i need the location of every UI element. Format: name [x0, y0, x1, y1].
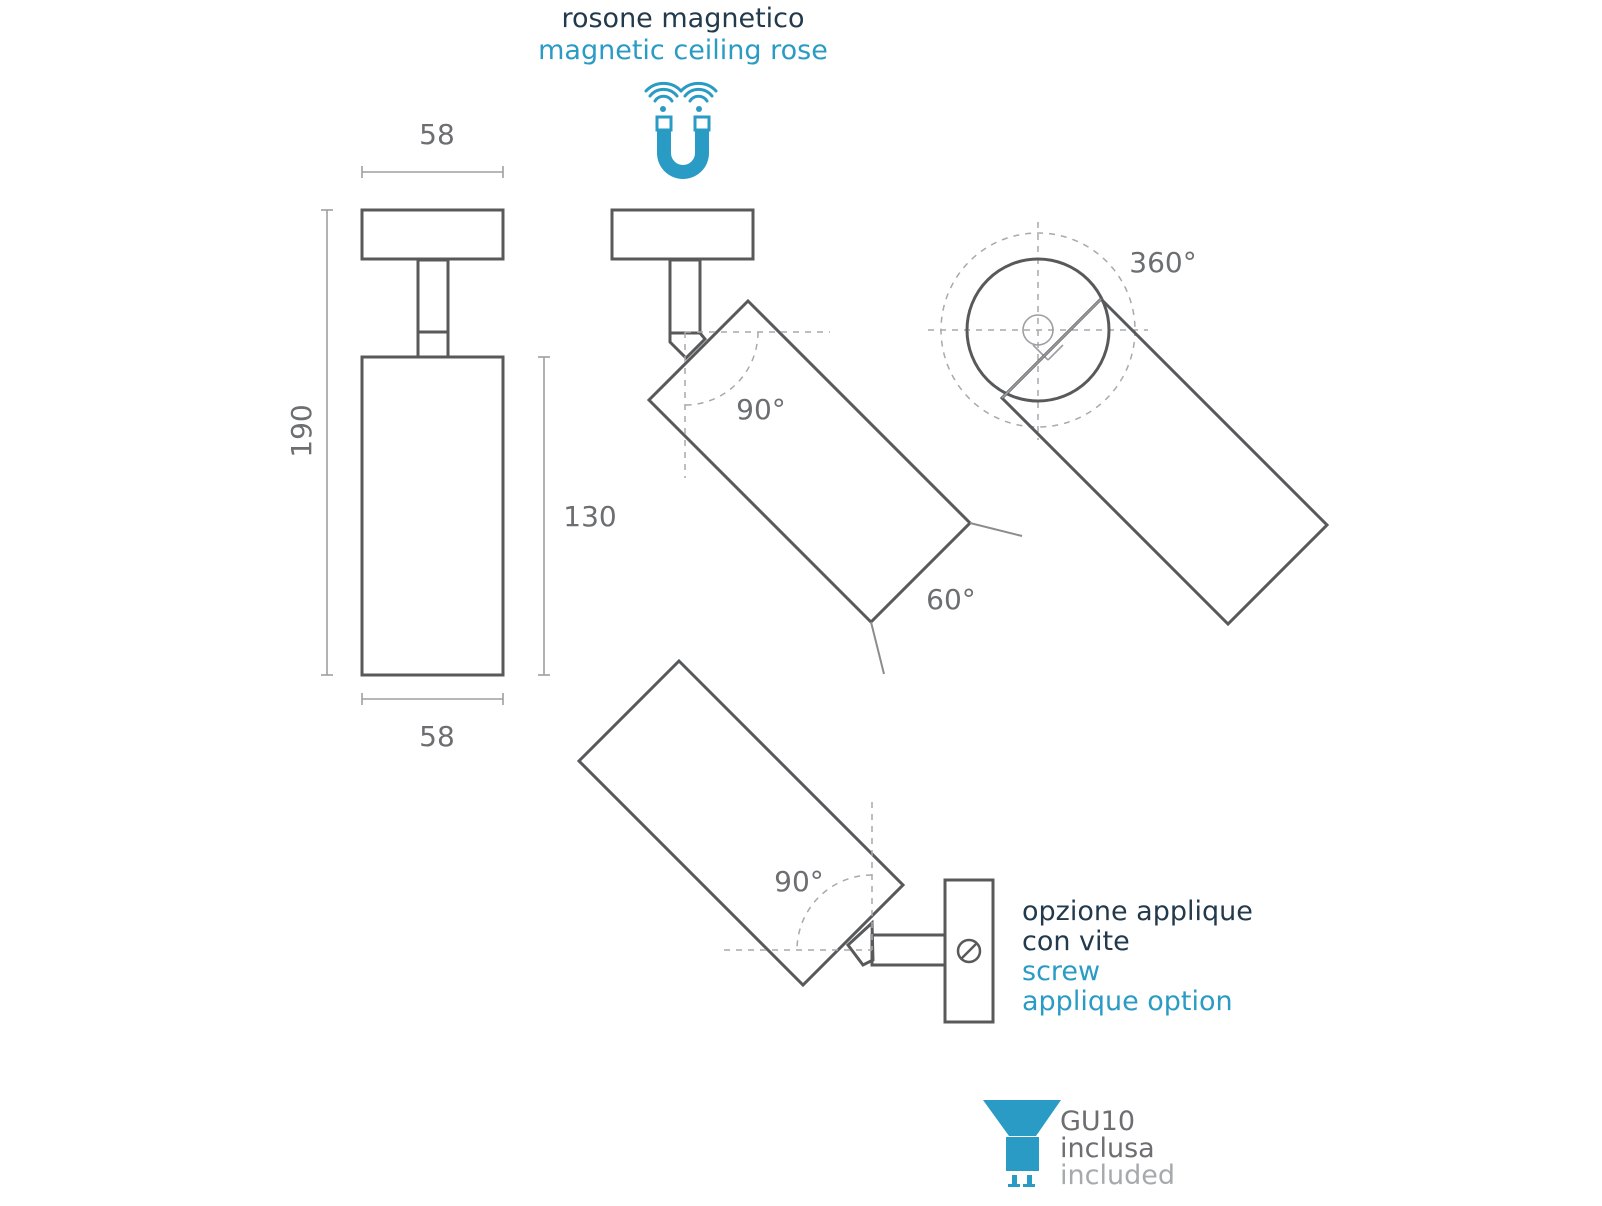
tilted-body: [646, 298, 973, 625]
tilted-ceiling-view: [610, 208, 1023, 675]
bulb-included-english: included: [1060, 1160, 1175, 1191]
applique-line1-english: screw: [1022, 956, 1100, 987]
screw-icon: [956, 938, 982, 964]
title-english: magnetic ceiling rose: [538, 35, 828, 66]
bulb-included-italian: inclusa: [1060, 1133, 1155, 1164]
angle-rotation: 360°: [1129, 246, 1196, 279]
wall-plate: [943, 878, 995, 1024]
wall-view: [576, 658, 995, 1024]
front-stem: [416, 258, 450, 359]
dimension-body-height: 130: [563, 500, 616, 533]
dimension-top-width: 58: [419, 118, 455, 151]
dimension-bottom-width: 58: [419, 720, 455, 753]
angle-tilt-ceiling: 90°: [736, 393, 786, 426]
applique-line1-italian: opzione applique: [1022, 896, 1253, 927]
rotation-view: [928, 222, 1330, 627]
applique-line2-english: applique option: [1022, 986, 1233, 1017]
title-italian: rosone magnetico: [561, 3, 804, 34]
magnet-icon: [644, 81, 718, 179]
front-view: [360, 208, 505, 677]
rotated-body: [999, 296, 1330, 627]
dimension-total-height: 190: [285, 404, 318, 457]
wall-body: [576, 658, 906, 988]
applique-line2-italian: con vite: [1022, 926, 1130, 957]
bulb-type: GU10: [1060, 1106, 1135, 1137]
front-body: [360, 355, 505, 677]
front-ceiling-rose: [360, 208, 505, 261]
angle-tilt-wall: 90°: [774, 865, 824, 898]
dimension-lines: [321, 166, 550, 705]
gu10-bulb-icon: [983, 1100, 1061, 1187]
angle-beam: 60°: [926, 583, 976, 616]
